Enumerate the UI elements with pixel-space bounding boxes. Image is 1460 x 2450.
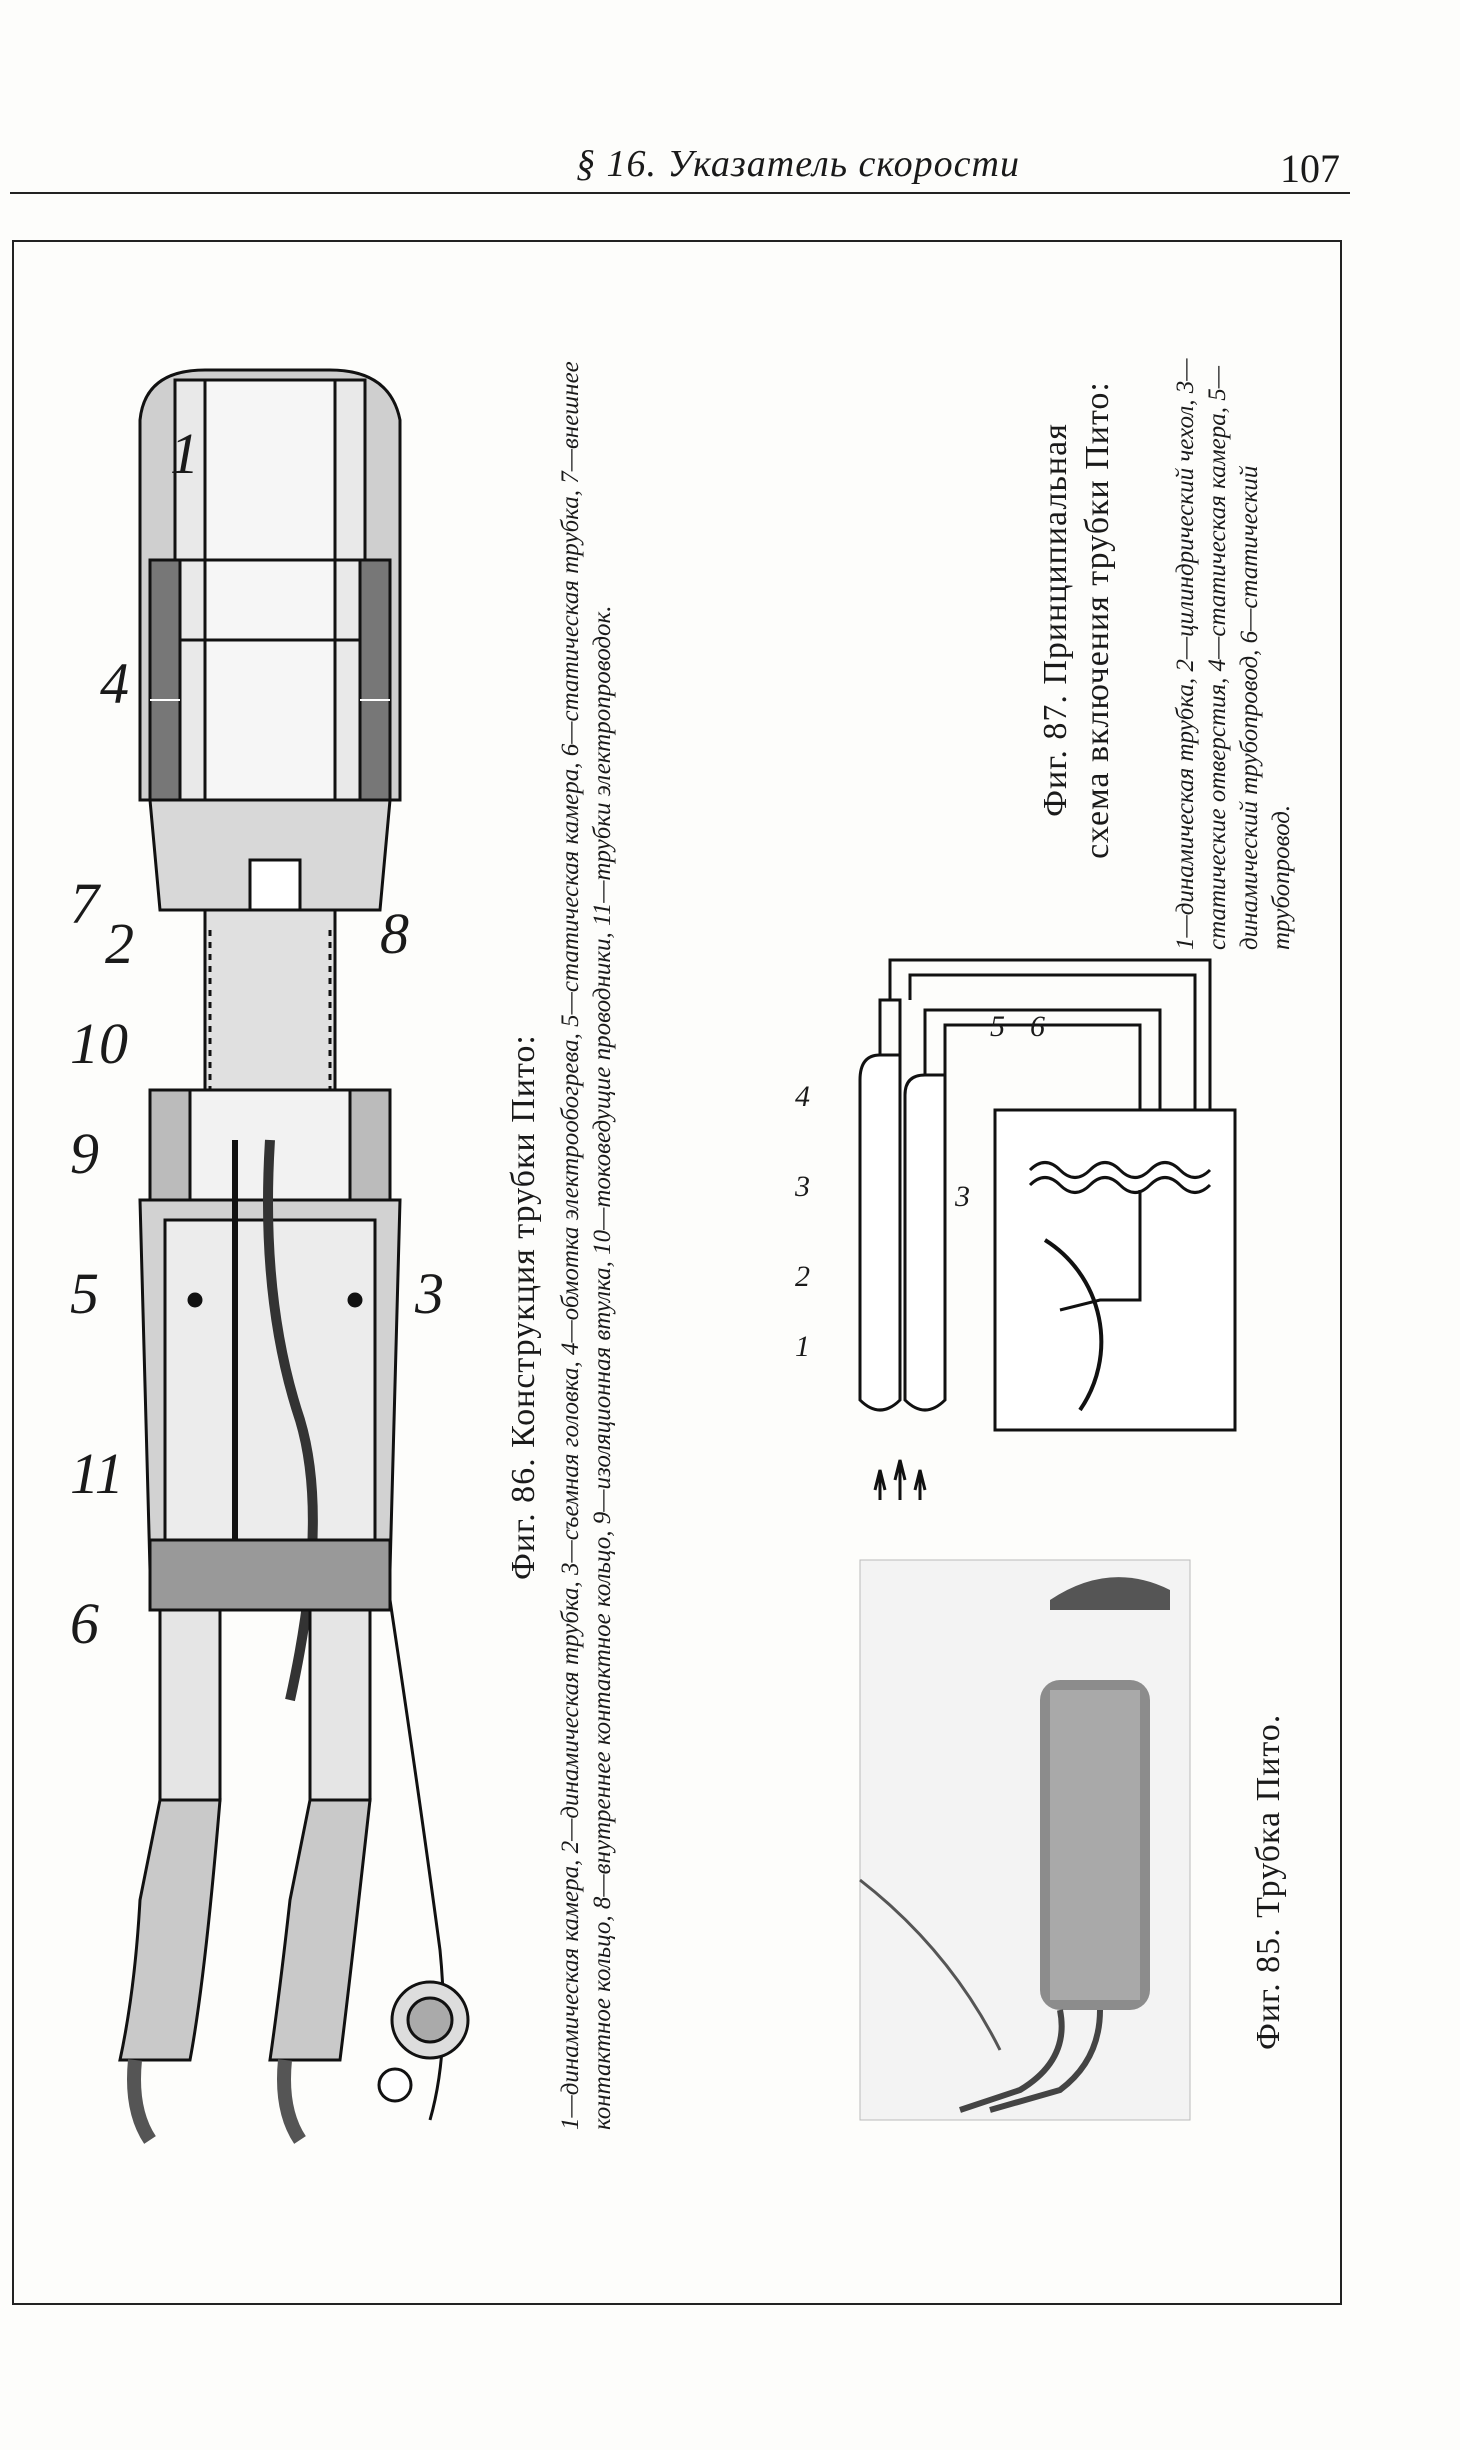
fig86-label-11: 11 bbox=[70, 1441, 124, 1506]
running-head: § 16. Указатель скорости bbox=[575, 143, 1020, 185]
fig87-label-2: 2 bbox=[795, 1260, 810, 1293]
fig85-photo bbox=[859, 1559, 1191, 2121]
fig87-schematic bbox=[858, 958, 1237, 1500]
fig87-label-1: 1 bbox=[795, 1330, 810, 1363]
fig86-label-5: 5 bbox=[70, 1261, 99, 1326]
fig86-label-1: 1 bbox=[170, 421, 199, 486]
fig87-label-3a: 3 bbox=[795, 1170, 810, 1203]
fig85-caption-title: Фиг. 85. Трубка Пито. bbox=[1250, 1713, 1287, 2050]
fig86-label-2: 2 bbox=[105, 911, 134, 976]
header-rule bbox=[10, 192, 1350, 194]
fig86-pitot-cross-section bbox=[118, 368, 470, 2144]
fig86-label-9: 9 bbox=[70, 1121, 99, 1186]
fig86-label-6: 6 bbox=[70, 1591, 99, 1656]
fig86-label-10: 10 bbox=[70, 1011, 128, 1076]
fig86-label-7: 7 bbox=[70, 871, 99, 936]
fig86-label-8: 8 bbox=[380, 901, 409, 966]
fig86-caption-title: Фиг. 86. Конструкция трубки Пито: bbox=[505, 1034, 542, 1580]
fig87-caption-legend: 1—динамическая трубка, 2—цилиндрический … bbox=[1172, 358, 1295, 950]
fig87-caption-title: Фиг. 87. Принципиальная схема включения … bbox=[1037, 381, 1116, 859]
fig86-label-3: 3 bbox=[415, 1261, 444, 1326]
fig87-label-6: 6 bbox=[1030, 1010, 1045, 1043]
fig86-label-4: 4 bbox=[100, 651, 129, 716]
fig87-label-3b: 3 bbox=[955, 1180, 970, 1213]
page-number: 107 bbox=[1280, 146, 1340, 191]
figure-frame bbox=[12, 240, 1342, 2305]
fig87-label-4: 4 bbox=[795, 1080, 810, 1113]
fig86-caption-legend: 1—динамическая камера, 2—динамическая тр… bbox=[557, 361, 616, 2130]
fig87-label-5: 5 bbox=[990, 1010, 1005, 1043]
